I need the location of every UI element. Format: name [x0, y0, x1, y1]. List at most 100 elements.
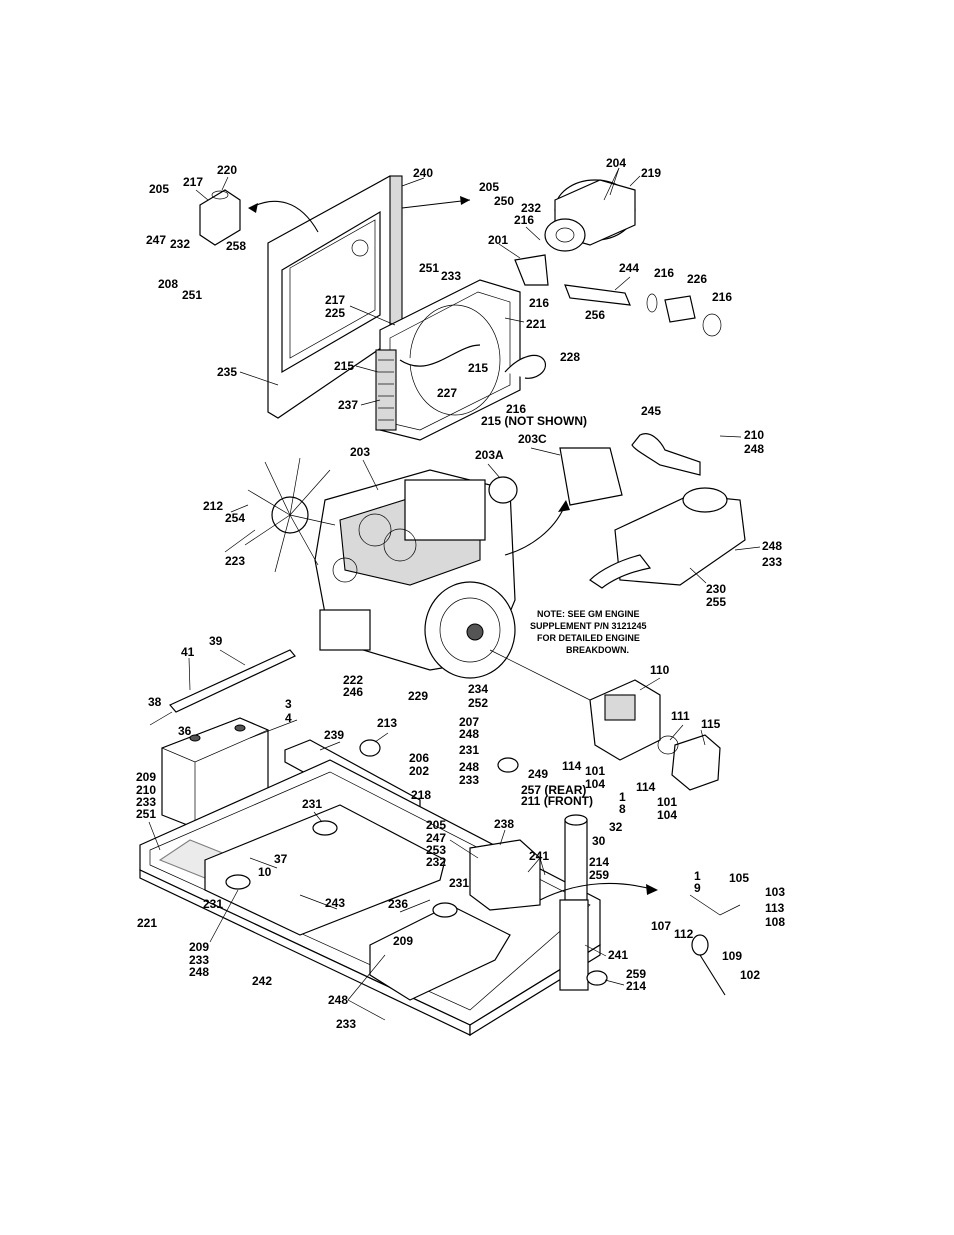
clamp-216b [646, 293, 658, 313]
note-line: FOR DETAILED ENGINE [537, 633, 640, 643]
callout: 1 [694, 869, 701, 883]
callout: 219 [641, 166, 661, 180]
muffler [589, 487, 746, 589]
callout: 32 [609, 820, 623, 834]
callout: 221 [137, 916, 157, 930]
callout: 223 [225, 554, 245, 568]
callout: 203C [518, 432, 547, 446]
callout: 248 [328, 993, 348, 1007]
callout: 221 [526, 317, 546, 331]
callout: 114 [562, 759, 582, 773]
callout: 205 [479, 180, 499, 194]
callout: 38 [148, 695, 162, 709]
hose-226 [664, 295, 696, 323]
callouts: 220 217 205 247 232 258 208 251 240 205 … [136, 156, 785, 1031]
pump-115 [657, 734, 721, 791]
callout: 246 [343, 685, 363, 699]
callout: 233 [441, 269, 461, 283]
callout: 1 [619, 790, 626, 804]
callout: 241 [529, 849, 549, 863]
callout: 109 [722, 949, 742, 963]
callout: 217 [183, 175, 203, 189]
callout: 238 [494, 817, 514, 831]
callout: 108 [765, 915, 785, 929]
callout: 230 [706, 582, 726, 596]
callout: 226 [687, 272, 707, 286]
callout: 213 [377, 716, 397, 730]
callout: 36 [178, 724, 192, 738]
callout: 245 [641, 404, 661, 418]
callout: 3 [285, 697, 292, 711]
callout: 101 [657, 795, 677, 809]
callout: 227 [437, 386, 457, 400]
mounts [225, 757, 519, 918]
pivot-post [559, 814, 589, 991]
callout: 252 [468, 696, 488, 710]
callout: 39 [209, 634, 223, 648]
callout: 214 [589, 855, 609, 869]
callout: 248 [459, 760, 479, 774]
callout: 235 [217, 365, 237, 379]
callout: 233 [189, 953, 209, 967]
callout: 203A [475, 448, 504, 462]
engine [314, 469, 516, 679]
radiator [375, 279, 521, 441]
callout: 249 [528, 767, 548, 781]
callout: 247 [146, 233, 166, 247]
callout: 233 [459, 773, 479, 787]
callout: 103 [765, 885, 785, 899]
callout: 102 [740, 968, 760, 982]
callout: 248 [189, 965, 209, 979]
callout: 104 [657, 808, 677, 822]
callout: 232 [521, 201, 541, 215]
callout: 202 [409, 764, 429, 778]
callout: 105 [729, 871, 749, 885]
callout: 233 [136, 795, 156, 809]
hold-down-bar [169, 649, 296, 713]
callout: 30 [592, 834, 606, 848]
part-203c [559, 447, 623, 506]
callout: 112 [674, 927, 694, 941]
exhaust-pipe [631, 433, 701, 476]
callout: 231 [302, 797, 322, 811]
callout: 248 [459, 727, 479, 741]
callout: 209 [189, 940, 209, 954]
callout: 251 [182, 288, 202, 302]
arrow-aircleaner [401, 199, 471, 209]
callout: 8 [619, 802, 626, 816]
callout: 215 (NOT SHOWN) [481, 414, 587, 428]
callout: 215 [468, 361, 488, 375]
callout: 231 [203, 897, 223, 911]
callout: 243 [325, 896, 345, 910]
callout: 222 [343, 673, 363, 687]
note-line: NOTE: SEE GM ENGINE [537, 609, 640, 619]
callout: 209 [136, 770, 156, 784]
callout: 209 [393, 934, 413, 948]
hose-228 [504, 354, 547, 379]
callout: 207 [459, 715, 479, 729]
callout: 104 [585, 777, 605, 791]
callout: 216 [514, 213, 534, 227]
callout: 211 (FRONT) [521, 794, 593, 808]
callout: 231 [459, 743, 479, 757]
callout: 212 [203, 499, 223, 513]
callout: 215 [334, 359, 354, 373]
callout: 241 [608, 948, 628, 962]
callout: 253 [426, 843, 446, 857]
callout: 9 [694, 881, 701, 895]
elbow-201 [514, 254, 549, 286]
bushing-259 [586, 970, 608, 986]
callout: 242 [252, 974, 272, 988]
callout: 107 [651, 919, 671, 933]
callout: 231 [449, 876, 469, 890]
note-line: SUPPLEMENT P/N 3121245 [530, 621, 647, 631]
callout: 41 [181, 645, 195, 659]
hydraulic-pump [589, 679, 661, 761]
callout: 244 [619, 261, 639, 275]
callout: 259 [589, 868, 609, 882]
note-line: BREAKDOWN. [566, 645, 629, 655]
bumper-213 [359, 739, 381, 757]
callout: 216 [654, 266, 674, 280]
callout: 236 [388, 897, 408, 911]
callout: 10 [258, 865, 272, 879]
